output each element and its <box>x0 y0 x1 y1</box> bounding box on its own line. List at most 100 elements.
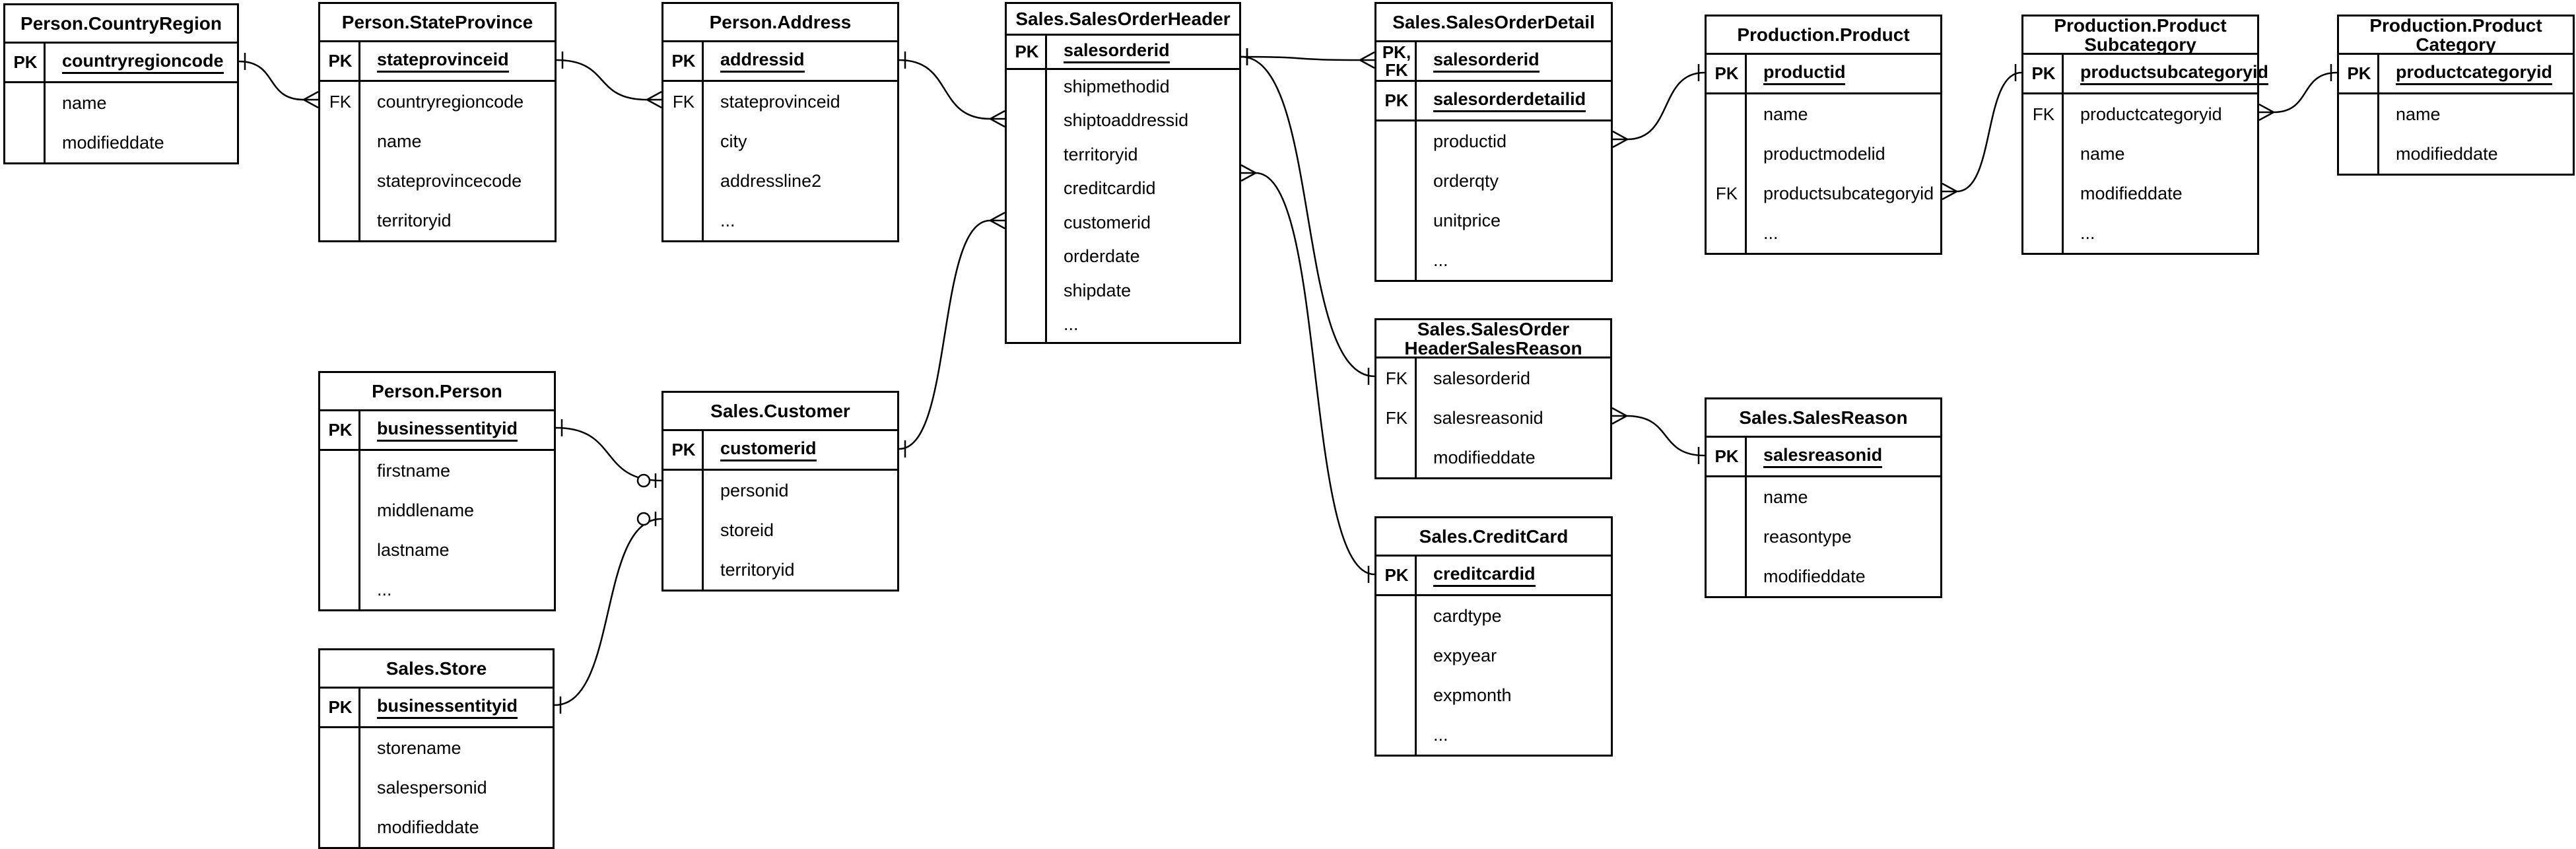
field-cell: storename <box>360 728 553 768</box>
field-name: shiptoaddressid <box>1064 110 1189 131</box>
key-label <box>320 491 360 530</box>
key-label <box>1007 104 1047 138</box>
key-label: PK <box>1714 446 1739 466</box>
field-row-productid: productid <box>1376 121 1611 161</box>
field-cell: stateprovinceid <box>360 42 555 80</box>
key-label: FK <box>672 91 695 112</box>
primary-key-field-name: customerid <box>720 438 817 461</box>
key-label <box>2023 134 2064 174</box>
key-label <box>1007 274 1047 308</box>
many-terminator-headersalesreason-salesreason <box>1611 415 1627 425</box>
field-name: territoryid <box>377 210 452 230</box>
many-terminator-salesorderdetail-product <box>1612 130 1628 141</box>
key-label: PK <box>1384 90 1409 110</box>
key-label <box>1376 201 1417 240</box>
field-name: modifieddate <box>2080 183 2183 203</box>
key-label <box>2023 213 2064 253</box>
field-name: expyear <box>1433 645 1497 665</box>
key-label <box>1007 206 1047 240</box>
entity-title-line: Sales.Store <box>386 658 487 679</box>
key-label <box>1376 240 1417 280</box>
key-label: PK <box>1384 565 1409 585</box>
key-label: FK <box>1385 368 1408 388</box>
entity-title-person-person: Person.Person <box>320 373 554 411</box>
key-label: PK <box>328 51 353 71</box>
zero-or-one-circle-terminator-store-customer <box>636 512 651 526</box>
field-cell: modifieddate <box>2064 174 2257 213</box>
primary-key-field-name: businessentityid <box>377 696 518 719</box>
key-label <box>663 121 704 161</box>
entity-title-person-countryregion: Person.CountryRegion <box>5 5 237 44</box>
field-row-stateprovinceid: PK stateprovinceid <box>320 42 555 82</box>
entity-title-line: Sales.SalesOrderDetail <box>1392 12 1595 32</box>
key-label <box>320 728 360 768</box>
entity-title-line: Person.StateProvince <box>341 12 533 32</box>
key-column-divider <box>1415 42 1417 280</box>
entity-title-line: Person.Address <box>709 12 852 32</box>
key-label: FK <box>2032 104 2055 124</box>
field-row-city: city <box>663 121 897 161</box>
field-cell: orderqty <box>1417 161 1611 201</box>
field-row-expyear: expyear <box>1376 636 1611 675</box>
field-cell: firstname <box>360 451 554 491</box>
key-label <box>1007 308 1047 342</box>
field-name: orderdate <box>1064 246 1140 267</box>
field-cell: territoryid <box>360 201 555 240</box>
field-name: reasontype <box>1763 526 1852 547</box>
field-name: storeid <box>720 520 774 540</box>
key-column-divider <box>702 42 704 240</box>
relationship-line-address-salesorderheader <box>898 59 991 120</box>
key-label <box>663 510 704 550</box>
key-label <box>1376 636 1417 675</box>
primary-key-field-name: salesorderdetailid <box>1433 89 1586 112</box>
many-terminator-stateprovince-address <box>646 98 662 109</box>
field-cell: productid <box>1747 55 1940 92</box>
field-row-name: name <box>320 121 555 161</box>
field-row-territoryid: territoryid <box>320 201 555 240</box>
key-label <box>1007 240 1047 274</box>
key-label: PK <box>328 697 353 717</box>
key-label <box>1376 715 1417 755</box>
field-row-modifieddate: modifieddate <box>1376 438 1610 477</box>
many-terminator-salesorderdetail-product <box>1612 138 1628 149</box>
many-terminator-salesorderheader-salesorderdetail <box>1359 59 1375 69</box>
entity-title-sales-customer: Sales.Customer <box>663 393 897 431</box>
field-row-shiptoaddressid: shiptoaddressid <box>1007 104 1239 138</box>
key-label <box>320 201 360 240</box>
field-row-creditcardid: creditcardid <box>1007 172 1239 206</box>
many-terminator-creditcard-salesorderheader <box>1240 172 1256 182</box>
relationship-line-salesorderheader-salesorderdetail <box>1240 55 1361 61</box>
entity-title-sales-creditcard: Sales.CreditCard <box>1376 518 1611 557</box>
field-cell: modifieddate <box>360 807 553 847</box>
key-label <box>320 121 360 161</box>
relationship-line-salesorderdetail-product <box>1627 71 1705 141</box>
field-name: name <box>62 92 107 113</box>
field-cell: city <box>704 121 897 161</box>
field-name: salespersonid <box>377 777 487 798</box>
key-label <box>320 768 360 807</box>
field-cell: addressline2 <box>704 161 897 201</box>
key-label <box>1376 438 1417 477</box>
field-cell: productcategoryid <box>2379 55 2573 92</box>
key-label: FK <box>1715 183 1738 203</box>
field-cell: stateprovincecode <box>360 161 555 201</box>
many-terminator-headersalesreason-salesreason <box>1611 407 1627 417</box>
field-row-storename: storename <box>320 728 553 768</box>
key-label: PK <box>2031 63 2056 83</box>
field-row-ellipsis: ... <box>1707 213 1940 253</box>
many-terminator-customer-salesorderheader <box>990 219 1005 230</box>
key-label <box>1707 517 1747 557</box>
